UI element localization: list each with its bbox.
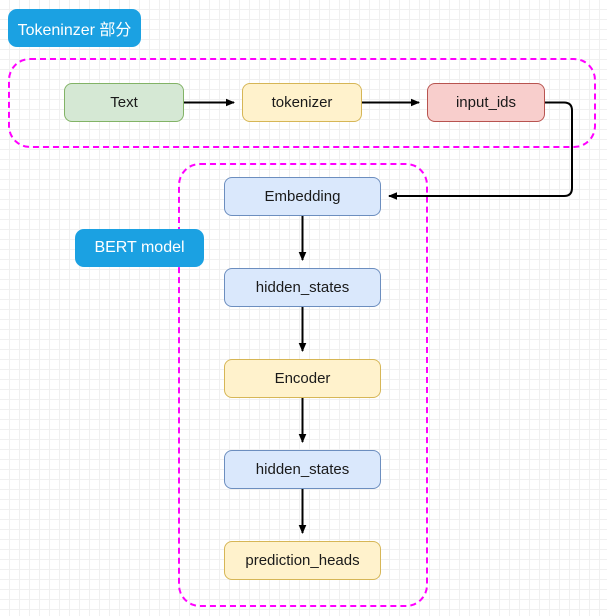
node-input-ids[interactable]: input_ids (427, 83, 545, 122)
group-tokenizer-section (8, 58, 596, 148)
group-bert-model (178, 163, 428, 607)
node-prediction-heads[interactable]: prediction_heads (224, 541, 381, 580)
node-tokenizer[interactable]: tokenizer (242, 83, 362, 122)
node-embedding[interactable]: Embedding (224, 177, 381, 216)
node-hidden-states-1[interactable]: hidden_states (224, 268, 381, 307)
badge-bert-model[interactable]: BERT model (75, 229, 204, 267)
badge-tokenizer-section[interactable]: Tokeninzer 部分 (8, 9, 141, 47)
node-encoder[interactable]: Encoder (224, 359, 381, 398)
node-hidden-states-2[interactable]: hidden_states (224, 450, 381, 489)
node-text[interactable]: Text (64, 83, 184, 122)
